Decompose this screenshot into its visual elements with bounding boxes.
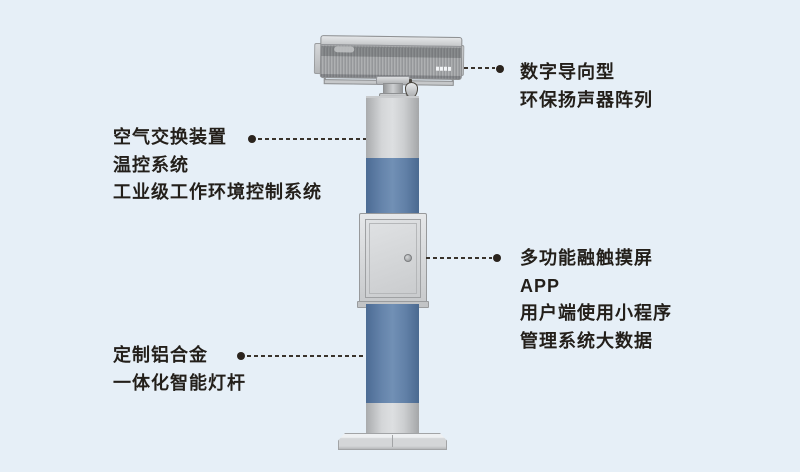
annotation-environment: 空气交换装置 温控系统 工业级工作环境控制系统 bbox=[113, 124, 322, 207]
control-cabinet bbox=[359, 213, 427, 306]
annotation-line: 管理系统大数据 bbox=[520, 330, 653, 351]
camera-sensor-tip bbox=[409, 79, 412, 83]
pole-base-seam bbox=[392, 435, 393, 447]
speaker-housing bbox=[319, 35, 463, 81]
annotation-line: 空气交换装置 bbox=[113, 127, 227, 147]
cabinet-knob bbox=[404, 253, 412, 262]
annotation-line: 温控系统 bbox=[113, 154, 189, 175]
leader-line-touchscreen bbox=[426, 257, 492, 259]
leader-line-speaker bbox=[464, 67, 495, 69]
pole-upper-gray-section bbox=[366, 96, 419, 160]
annotation-touchscreen: 多功能融触摸屏 APP 用户端使用小程序 管理系统大数据 bbox=[520, 245, 672, 355]
annotation-line: 用户端使用小程序 bbox=[520, 303, 672, 323]
leader-dot-environment bbox=[248, 135, 256, 143]
annotation-line: 数字导向型 bbox=[520, 62, 615, 82]
annotation-line: 一体化智能灯杆 bbox=[113, 372, 246, 393]
leader-dot-pole bbox=[237, 352, 245, 360]
pole-lower-blue-band bbox=[366, 304, 419, 403]
pole-lower-gray-section bbox=[366, 403, 419, 434]
brand-logo bbox=[334, 46, 355, 53]
annotation-speaker: 数字导向型 环保扬声器阵列 bbox=[520, 59, 653, 114]
pole-upper-blue-band bbox=[366, 158, 419, 214]
cabinet-door-frame bbox=[369, 223, 417, 294]
speaker-indicator-leds bbox=[435, 66, 451, 71]
annotation-line: APP bbox=[520, 275, 561, 296]
annotation-pole: 定制铝合金 一体化智能灯杆 bbox=[113, 342, 246, 397]
annotation-line: 环保扬声器阵列 bbox=[520, 89, 653, 110]
cabinet-door bbox=[365, 219, 421, 298]
leader-dot-speaker bbox=[496, 65, 504, 73]
annotation-line: 工业级工作环境控制系统 bbox=[113, 182, 322, 202]
annotation-line: 定制铝合金 bbox=[113, 345, 208, 365]
annotation-line: 多功能融触摸屏 bbox=[520, 248, 653, 268]
leader-line-pole bbox=[247, 355, 366, 357]
leader-line-environment bbox=[258, 138, 366, 140]
leader-dot-touchscreen bbox=[493, 254, 501, 262]
